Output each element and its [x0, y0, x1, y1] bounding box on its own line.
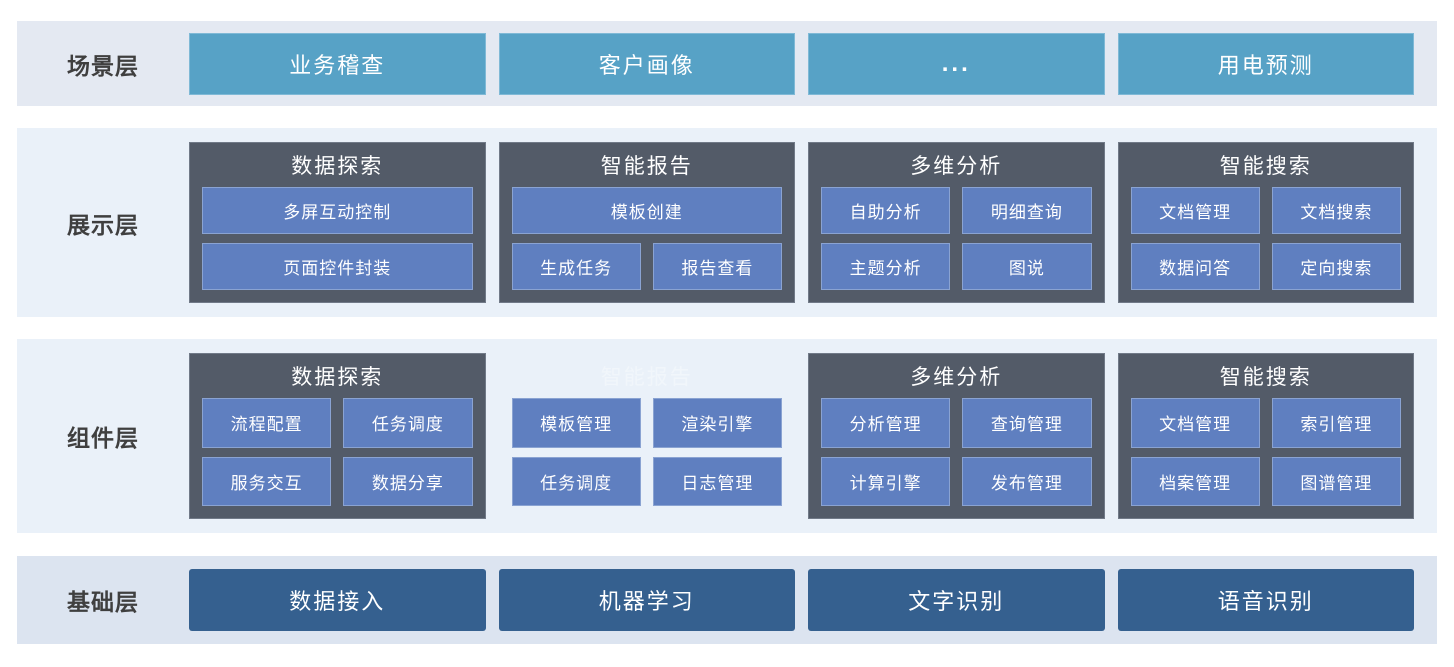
chip-template-creation[interactable]: 模板创建: [511, 187, 782, 234]
card-row: 模板创建: [511, 187, 782, 234]
layer-label-component: 组件层: [67, 425, 139, 451]
base-box-text-recognition[interactable]: 文字识别: [808, 569, 1105, 631]
card-row: 生成任务 报告查看: [511, 243, 782, 290]
chip-topic-analysis[interactable]: 主题分析: [821, 243, 951, 290]
card-intelligent-search[interactable]: 智能搜索 文档管理 索引管理 档案管理 图谱管理: [1117, 353, 1414, 519]
layer-label-base: 基础层: [67, 589, 139, 615]
base-box-speech-recognition[interactable]: 语音识别: [1117, 569, 1414, 631]
card-row: 模板管理 渲染引擎: [511, 398, 782, 448]
card-title: 智能报告: [600, 154, 693, 178]
chip-document-management[interactable]: 文档管理: [1130, 398, 1260, 448]
card-title: 数据探索: [291, 154, 384, 178]
card-rows: 文档管理 文档搜索 数据问答 定向搜索: [1130, 187, 1401, 290]
chip-knowledge-graph-management[interactable]: 图谱管理: [1271, 456, 1401, 506]
card-row: 数据问答 定向搜索: [1130, 243, 1401, 290]
card-row: 文档管理 索引管理: [1130, 398, 1401, 448]
layer-label-presentation: 展示层: [67, 211, 139, 238]
chip-analysis-management[interactable]: 分析管理: [821, 398, 951, 448]
chip-task-scheduling[interactable]: 任务调度: [343, 398, 473, 448]
base-box-data-access[interactable]: 数据接入: [189, 569, 486, 631]
layer-columns-base: 数据接入 机器学习 文字识别 语音识别: [189, 556, 1414, 644]
chip-template-management[interactable]: 模板管理: [511, 398, 641, 448]
chip-document-management[interactable]: 文档管理: [1130, 187, 1260, 234]
card-rows: 自助分析 明细查询 主题分析 图说: [821, 187, 1092, 290]
chip-targeted-search[interactable]: 定向搜索: [1271, 243, 1401, 290]
layer-band-scene: 场景层 业务稽查 客户画像 ... 用电预测: [17, 21, 1437, 106]
card-data-exploration[interactable]: 数据探索 多屏互动控制 页面控件封装: [189, 142, 486, 303]
chip-rendering-engine[interactable]: 渲染引擎: [652, 398, 782, 448]
card-row: 计算引擎 发布管理: [821, 456, 1092, 506]
chip-generate-task[interactable]: 生成任务: [511, 243, 641, 290]
layer-columns-scene: 业务稽查 客户画像 ... 用电预测: [189, 21, 1414, 106]
chip-data-qa[interactable]: 数据问答: [1130, 243, 1260, 290]
card-row: 主题分析 图说: [821, 243, 1092, 290]
card-title: 多维分析: [910, 365, 1003, 389]
card-multidimensional-analysis[interactable]: 多维分析 分析管理 查询管理 计算引擎 发布管理: [808, 353, 1105, 519]
chip-query-management[interactable]: 查询管理: [962, 398, 1092, 448]
card-rows: 多屏互动控制 页面控件封装: [202, 187, 473, 290]
card-rows: 模板创建 生成任务 报告查看: [511, 187, 782, 290]
card-title: 数据探索: [291, 365, 384, 389]
chip-self-service-analysis[interactable]: 自助分析: [821, 187, 951, 234]
card-title: 智能搜索: [1219, 154, 1312, 178]
card-row: 服务交互 数据分享: [202, 456, 473, 506]
card-intelligent-report[interactable]: 智能报告 模板创建 生成任务 报告查看: [498, 142, 795, 303]
chip-detail-query[interactable]: 明细查询: [962, 187, 1092, 234]
card-row: 任务调度 日志管理: [511, 456, 782, 506]
card-row: 流程配置 任务调度: [202, 398, 473, 448]
base-box-machine-learning[interactable]: 机器学习: [498, 569, 795, 631]
layer-columns-presentation: 数据探索 多屏互动控制 页面控件封装 智能报告 模板创建: [189, 128, 1414, 317]
chip-index-management[interactable]: 索引管理: [1271, 398, 1401, 448]
card-row: 页面控件封装: [202, 243, 473, 290]
card-rows: 流程配置 任务调度 服务交互 数据分享: [202, 398, 473, 506]
chip-report-view[interactable]: 报告查看: [652, 243, 782, 290]
card-data-exploration[interactable]: 数据探索 流程配置 任务调度 服务交互 数据分享: [189, 353, 486, 519]
chip-data-sharing[interactable]: 数据分享: [343, 456, 473, 506]
card-rows: 分析管理 查询管理 计算引擎 发布管理: [821, 398, 1092, 506]
card-row: 自助分析 明细查询: [821, 187, 1092, 234]
chip-log-management[interactable]: 日志管理: [652, 456, 782, 506]
chip-document-search[interactable]: 文档搜索: [1271, 187, 1401, 234]
card-title: 智能搜索: [1219, 365, 1312, 389]
card-title: 多维分析: [910, 154, 1003, 178]
layer-columns-component: 数据探索 流程配置 任务调度 服务交互 数据分享 智能报告 模板管理: [189, 339, 1414, 533]
card-multidimensional-analysis[interactable]: 多维分析 自助分析 明细查询 主题分析 图说: [808, 142, 1105, 303]
scene-box-power-forecast[interactable]: 用电预测: [1117, 32, 1414, 95]
chip-chart-narrative[interactable]: 图说: [962, 243, 1092, 290]
card-rows: 文档管理 索引管理 档案管理 图谱管理: [1130, 398, 1401, 506]
chip-process-configuration[interactable]: 流程配置: [202, 398, 332, 448]
layer-band-presentation: 展示层 数据探索 多屏互动控制 页面控件封装 智能报告 模板创建: [17, 128, 1437, 317]
card-row: 多屏互动控制: [202, 187, 473, 234]
card-intelligent-search[interactable]: 智能搜索 文档管理 文档搜索 数据问答 定向搜索: [1117, 142, 1414, 303]
chip-page-widget-packaging[interactable]: 页面控件封装: [202, 243, 473, 290]
chip-service-interaction[interactable]: 服务交互: [202, 456, 332, 506]
chip-archive-management[interactable]: 档案管理: [1130, 456, 1260, 506]
card-rows: 模板管理 渲染引擎 任务调度 日志管理: [511, 398, 782, 506]
layer-band-component: 组件层 数据探索 流程配置 任务调度 服务交互 数据分享 智能报告: [17, 339, 1437, 533]
chip-publish-management[interactable]: 发布管理: [962, 456, 1092, 506]
scene-box-business-audit[interactable]: 业务稽查: [189, 32, 486, 95]
chip-multi-screen-interaction-control[interactable]: 多屏互动控制: [202, 187, 473, 234]
chip-task-scheduling[interactable]: 任务调度: [511, 456, 641, 506]
chip-compute-engine[interactable]: 计算引擎: [821, 456, 951, 506]
card-row: 分析管理 查询管理: [821, 398, 1092, 448]
card-title: 智能报告: [600, 365, 693, 389]
layer-label-scene: 场景层: [67, 52, 139, 79]
card-row: 档案管理 图谱管理: [1130, 456, 1401, 506]
layer-band-base: 基础层 数据接入 机器学习 文字识别 语音识别: [17, 556, 1437, 644]
card-intelligent-report[interactable]: 智能报告 模板管理 渲染引擎 任务调度 日志管理: [499, 353, 796, 519]
card-row: 文档管理 文档搜索: [1130, 187, 1401, 234]
scene-box-more[interactable]: ...: [808, 32, 1105, 95]
scene-box-customer-profile[interactable]: 客户画像: [498, 32, 795, 95]
